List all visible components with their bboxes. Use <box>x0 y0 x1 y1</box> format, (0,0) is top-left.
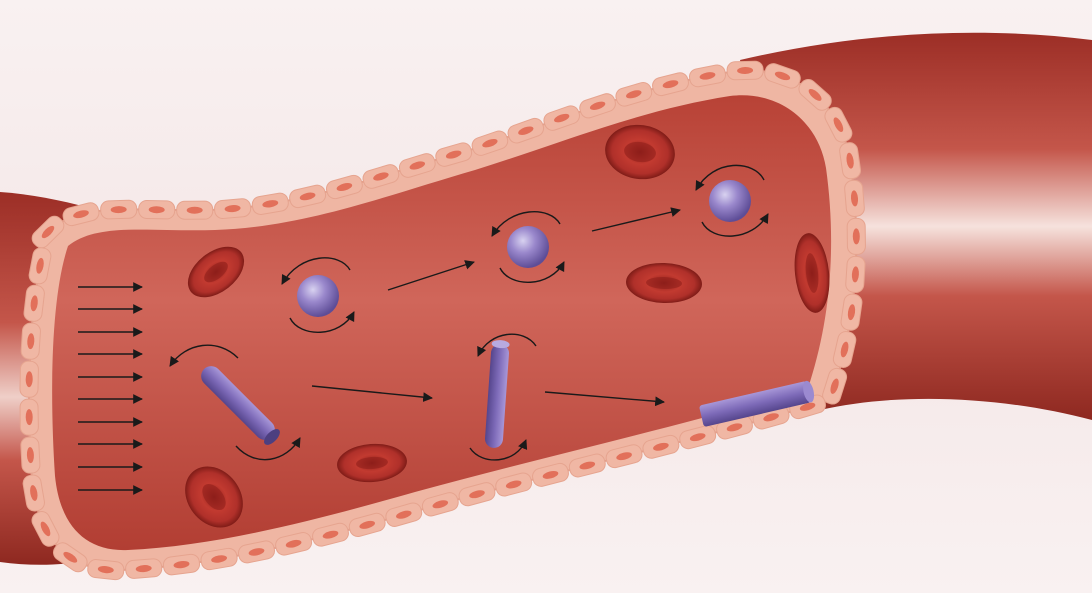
endothelial-cell <box>727 61 764 80</box>
spherical-particle <box>507 226 549 268</box>
spherical-particle <box>297 275 339 317</box>
endothelial-cell <box>21 323 41 360</box>
spherical-particle <box>709 180 751 222</box>
endothelial-cell <box>845 256 865 293</box>
endothelial-cell <box>214 198 251 219</box>
endothelial-cell <box>20 361 39 397</box>
cell-nucleus <box>187 207 203 214</box>
endothelial-cell <box>87 559 125 581</box>
endothelial-cell <box>21 437 41 474</box>
endothelial-cell <box>100 200 137 219</box>
endothelial-cell <box>177 201 213 219</box>
endothelial-cell <box>20 399 39 435</box>
endothelial-cell <box>125 558 162 579</box>
endothelial-cell <box>844 180 865 217</box>
endothelial-cell <box>139 200 175 219</box>
endothelial-cell <box>847 218 865 254</box>
